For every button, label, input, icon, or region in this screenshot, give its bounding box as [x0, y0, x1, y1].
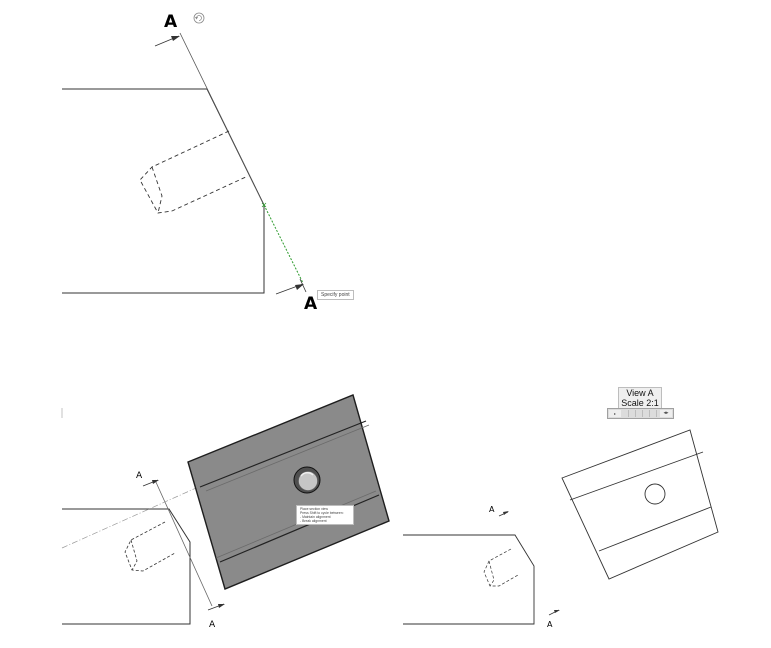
- place-view-tooltip: Place section view Press Shift to cycle …: [296, 505, 354, 525]
- part-outline-top: [62, 88, 265, 294]
- scale-expand-icon[interactable]: ◂▸: [660, 410, 672, 417]
- part-outline-br: [403, 534, 535, 625]
- scale-tick: [629, 410, 636, 417]
- scale-tick: [643, 410, 650, 417]
- section-label-br-2: A: [547, 620, 553, 629]
- alignment-line: [61, 483, 206, 549]
- section-arrow-bl-2: [207, 603, 225, 611]
- hole-circle: [644, 483, 666, 505]
- tooltip-line: - Break alignment: [300, 519, 327, 523]
- tooltip-line: Press Shift to cycle between:: [300, 511, 344, 515]
- section-label-br-1: A: [489, 505, 495, 514]
- bottom-right-panel: A A: [403, 429, 719, 629]
- hidden-hole-top: [139, 130, 249, 214]
- scale-tick: [622, 410, 629, 417]
- section-face: [187, 394, 390, 590]
- section-arrow-top-1: [154, 35, 180, 47]
- scale-tick: [650, 410, 657, 417]
- section-line-top: [179, 32, 265, 206]
- section-view-a[interactable]: [561, 429, 719, 580]
- scale-handle-left-icon[interactable]: ▸: [609, 410, 621, 417]
- section-arrow-br-1: [498, 511, 509, 517]
- undo-icon[interactable]: [193, 12, 205, 24]
- hole-pin: [293, 466, 321, 494]
- scale-tick: [636, 410, 643, 417]
- section-label-top-2: A: [304, 294, 318, 314]
- view-name: View A: [626, 388, 654, 398]
- section-arrow-br-2: [548, 609, 560, 616]
- section-line-bl: [154, 479, 213, 607]
- section-view-preview[interactable]: [187, 394, 390, 590]
- construction-line-top: [263, 204, 304, 284]
- tooltip-line: Place section view: [300, 507, 328, 511]
- top-panel: A A: [62, 12, 318, 314]
- view-scale: Scale 2:1: [621, 398, 659, 408]
- scale-slider[interactable]: ▸ ◂▸: [607, 408, 674, 419]
- section-label-bl-1: A: [136, 471, 143, 481]
- section-arrow-bl-1: [142, 479, 159, 487]
- section-label-top-1: A: [164, 12, 178, 32]
- view-label[interactable]: View A Scale 2:1: [618, 387, 662, 409]
- part-outline-bl: [62, 508, 191, 625]
- hidden-hole-bl: [124, 521, 176, 572]
- tooltip-line: - Maintain alignment: [300, 515, 331, 519]
- section-label-bl-2: A: [209, 620, 216, 630]
- endpoint-marker: [261, 202, 267, 208]
- hidden-hole-br: [483, 548, 519, 587]
- section-arrow-top-2: [275, 278, 307, 295]
- specify-point-tooltip: Specify point: [317, 290, 354, 300]
